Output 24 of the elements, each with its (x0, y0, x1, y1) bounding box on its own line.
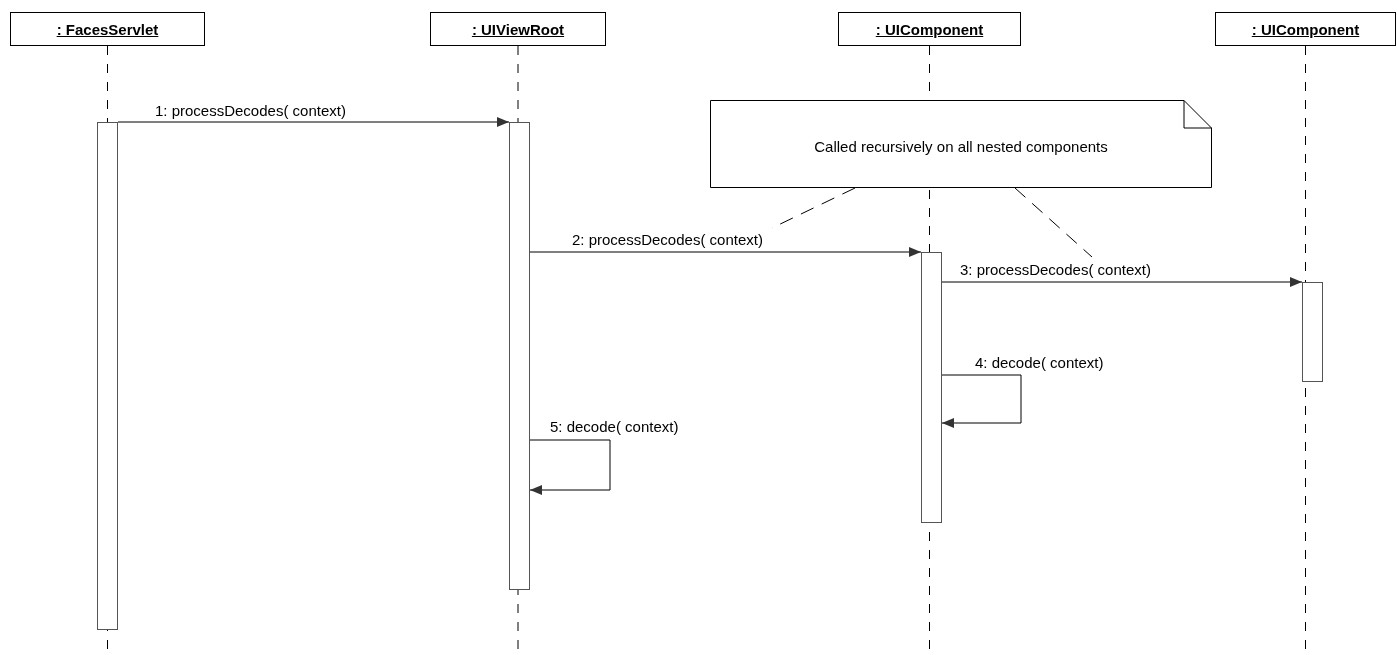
note-text: Called recursively on all nested components (813, 138, 1109, 155)
activation-bar (509, 122, 530, 590)
message-label: 4: decode( context) (975, 354, 1104, 371)
message-label: 2: processDecodes( context) (572, 231, 763, 248)
lifeline-header (10, 12, 205, 46)
message-arrow (941, 374, 1022, 428)
message-label: 3: processDecodes( context) (960, 261, 1151, 278)
object-name: : UIComponent (1251, 20, 1360, 38)
lifeline-header (1215, 12, 1396, 46)
activation-bar (921, 252, 942, 523)
message-arrow (529, 247, 922, 257)
activation-bar (1302, 282, 1323, 382)
object-name: : FacesServlet (56, 20, 159, 38)
lifeline-header (838, 12, 1021, 46)
message-arrow (941, 277, 1303, 287)
note-anchor-line (1014, 187, 1093, 258)
message-arrow (529, 439, 611, 495)
message-arrow (117, 117, 510, 127)
message-label: 5: decode( context) (550, 418, 679, 435)
activation-bar (97, 122, 118, 630)
message-label: 1: processDecodes( context) (155, 102, 346, 119)
object-name: : UIComponent (875, 20, 984, 38)
object-name: : UIViewRoot (471, 20, 565, 38)
lifeline-header (430, 12, 606, 46)
